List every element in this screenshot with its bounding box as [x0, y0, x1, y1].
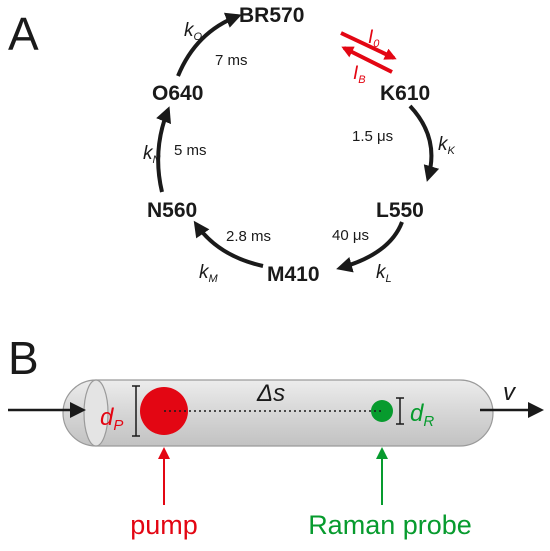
- rate-kn: kN: [143, 143, 161, 166]
- pump-diameter-label: dP: [100, 404, 123, 434]
- arrow-m-to-n: [193, 220, 264, 268]
- i0-label: I0: [368, 27, 380, 50]
- arrow-n-to-o: [156, 106, 171, 193]
- state-k610: K610: [380, 82, 430, 105]
- panel-b-label: B: [8, 332, 39, 384]
- rate-km: kM: [199, 262, 219, 285]
- probe-diameter-label: dR: [410, 400, 434, 430]
- time-o-to-br: 7 ms: [215, 52, 248, 69]
- arrow-l-to-m: [336, 221, 404, 273]
- time-n-to-o: 5 ms: [174, 142, 207, 159]
- ib-label: IB: [353, 63, 366, 86]
- state-l550: L550: [376, 199, 424, 222]
- light-forward-arrow: [340, 31, 397, 60]
- state-n560: N560: [147, 199, 197, 222]
- time-k-to-l: 1.5 μs: [352, 128, 393, 145]
- time-m-to-n: 2.8 ms: [226, 228, 271, 245]
- arrow-k-to-l: [408, 104, 440, 182]
- rate-kk: kK: [438, 134, 456, 157]
- pump-label: pump: [130, 510, 198, 540]
- pump-diameter-bracket: [132, 385, 140, 437]
- state-br570: BR570: [239, 4, 304, 27]
- probe-spot: [371, 400, 393, 422]
- velocity-label: v: [503, 379, 517, 406]
- probe-diameter-bracket: [396, 397, 404, 425]
- light-back-arrow: [341, 46, 393, 74]
- time-l-to-m: 40 μs: [332, 227, 369, 244]
- state-o640: O640: [152, 82, 203, 105]
- rate-kl: kL: [376, 262, 392, 285]
- rate-ko: kO: [184, 20, 203, 43]
- state-m410: M410: [267, 263, 320, 286]
- panel-a-label: A: [8, 8, 39, 60]
- arrow-o-to-br: [176, 12, 242, 77]
- delta-s-label: Δs: [256, 380, 285, 407]
- probe-label: Raman probe: [308, 510, 472, 540]
